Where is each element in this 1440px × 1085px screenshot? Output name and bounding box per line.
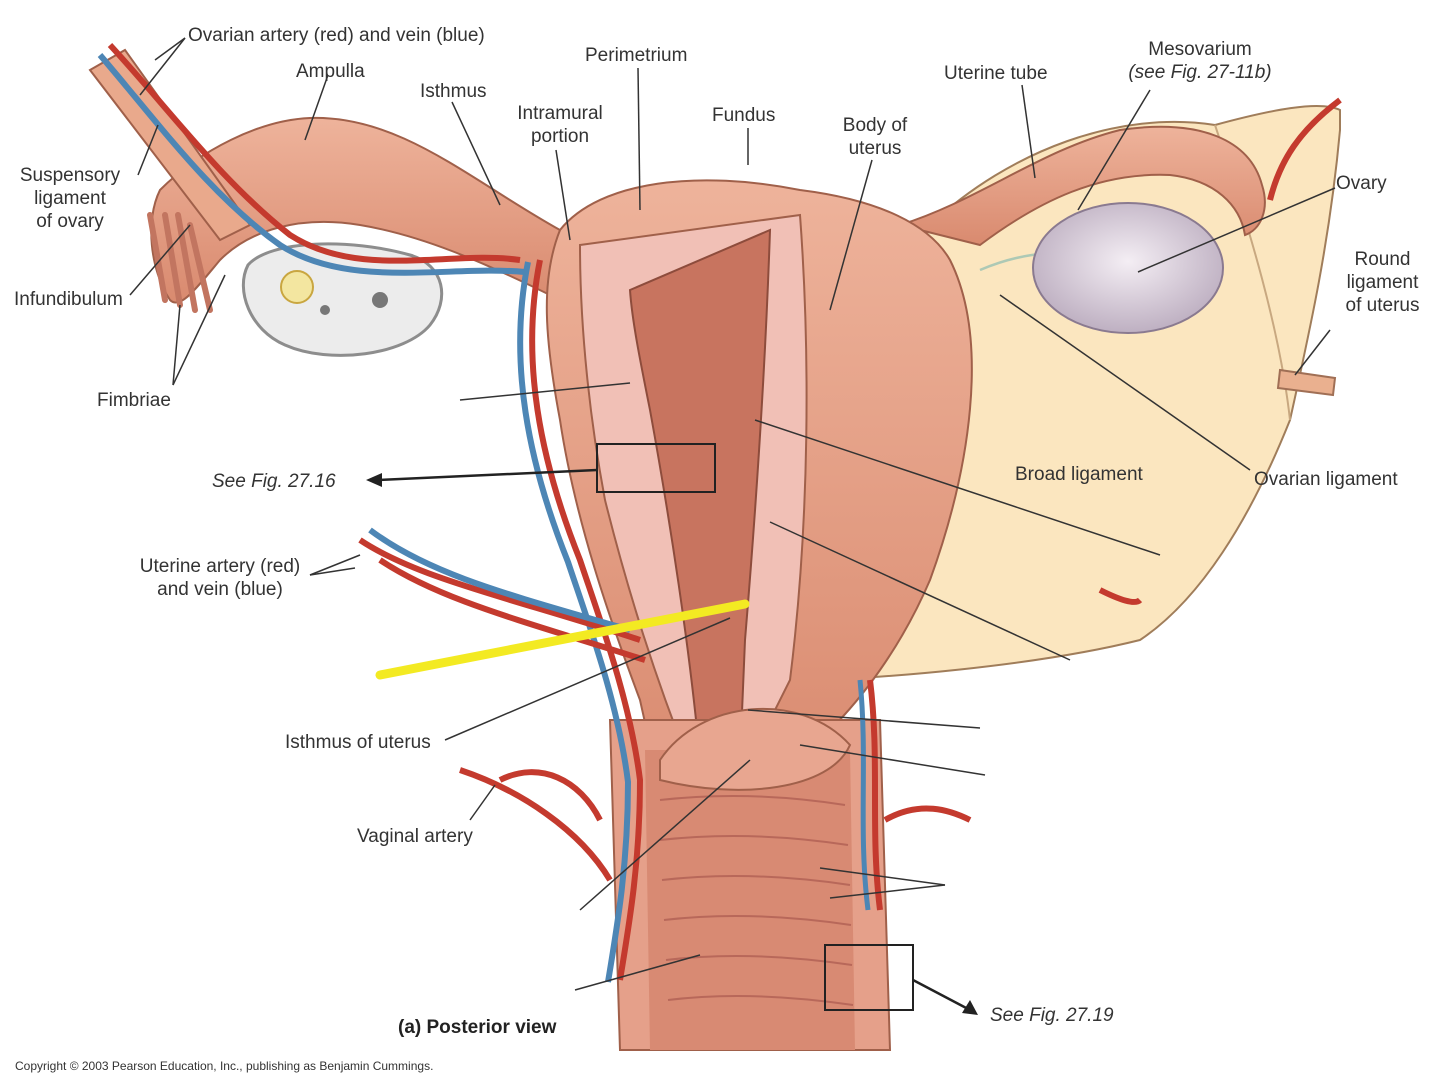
broad-ligament-vessels [1098,587,1143,605]
fimbriae-shape [147,212,213,313]
label-mesovarium: Mesovarium (see Fig. 27-11b) [1128,39,1272,83]
label-uterine-vessels: Uterine artery (red) and vein (blue) [139,556,301,600]
copyright-notice: Copyright © 2003 Pearson Education, Inc.… [15,1059,434,1073]
right-uterine-tube-shape [896,125,1266,247]
ovarian-vein [97,53,526,276]
label-see-fig-27-19: See Fig. 27.19 [990,1005,1114,1026]
label-ovarian-ligament: Ovarian ligament [1254,469,1398,490]
fig-16-box [596,443,716,493]
right-vessels-vein [857,679,871,911]
label-isthmus-of-uterus: Isthmus of uterus [285,732,431,753]
arrow-head [962,1000,978,1015]
ovarian-follicle [280,270,314,304]
uterine-vein-branches [368,527,631,633]
cervix-shape [659,707,852,791]
label-ampulla: Ampulla [296,61,365,82]
label-perimetrium: Perimetrium [585,45,688,66]
label-infundibulum: Infundibulum [14,289,123,310]
uterine-artery-branches [358,537,646,663]
right-ovary-shape [1032,202,1224,334]
label-see-fig-27-16: See Fig. 27.16 [212,471,336,492]
label-isthmus: Isthmus [420,81,487,102]
label-broad-ligament: Broad ligament [1015,464,1143,485]
right-vessels [867,679,972,911]
label-ovary: Ovary [1336,173,1387,194]
label-round-ligament: Round ligament of uterus [1345,249,1420,316]
fig-19-box [824,944,914,1011]
label-fundus: Fundus [712,105,776,126]
ovarian-follicle [320,305,330,315]
uterine-cavity-shape [628,228,772,761]
label-uterine-tube: Uterine tube [944,63,1048,84]
label-vaginal-artery: Vaginal artery [357,826,473,847]
arrow-head [366,473,382,487]
highlight-marker [375,599,750,680]
label-suspensory-ligament: Suspensory ligament of ovary [19,165,121,232]
ovarian-follicle [372,292,388,308]
right-ovarian-vessels [1267,97,1342,201]
label-body-of-uterus: Body of uterus [842,115,908,159]
label-ovarian-vessels: Ovarian artery (red) and vein (blue) [188,25,485,46]
round-ligament-shape [1276,368,1337,397]
label-fimbriae: Fimbriae [97,390,171,411]
label-intramural-portion: Intramural portion [517,103,603,147]
vaginal-artery-shape [459,767,613,882]
uterine-artery [529,259,644,981]
arrow-fig-16 [377,468,598,482]
arrow-fig-19 [912,978,971,1012]
leader-lines [129,37,1336,991]
vaginal-rugae [659,795,854,1006]
vaginal-wall-shape [645,750,855,1050]
ovarian-artery [107,42,521,264]
view-title: (a) Posterior view [398,1017,557,1038]
